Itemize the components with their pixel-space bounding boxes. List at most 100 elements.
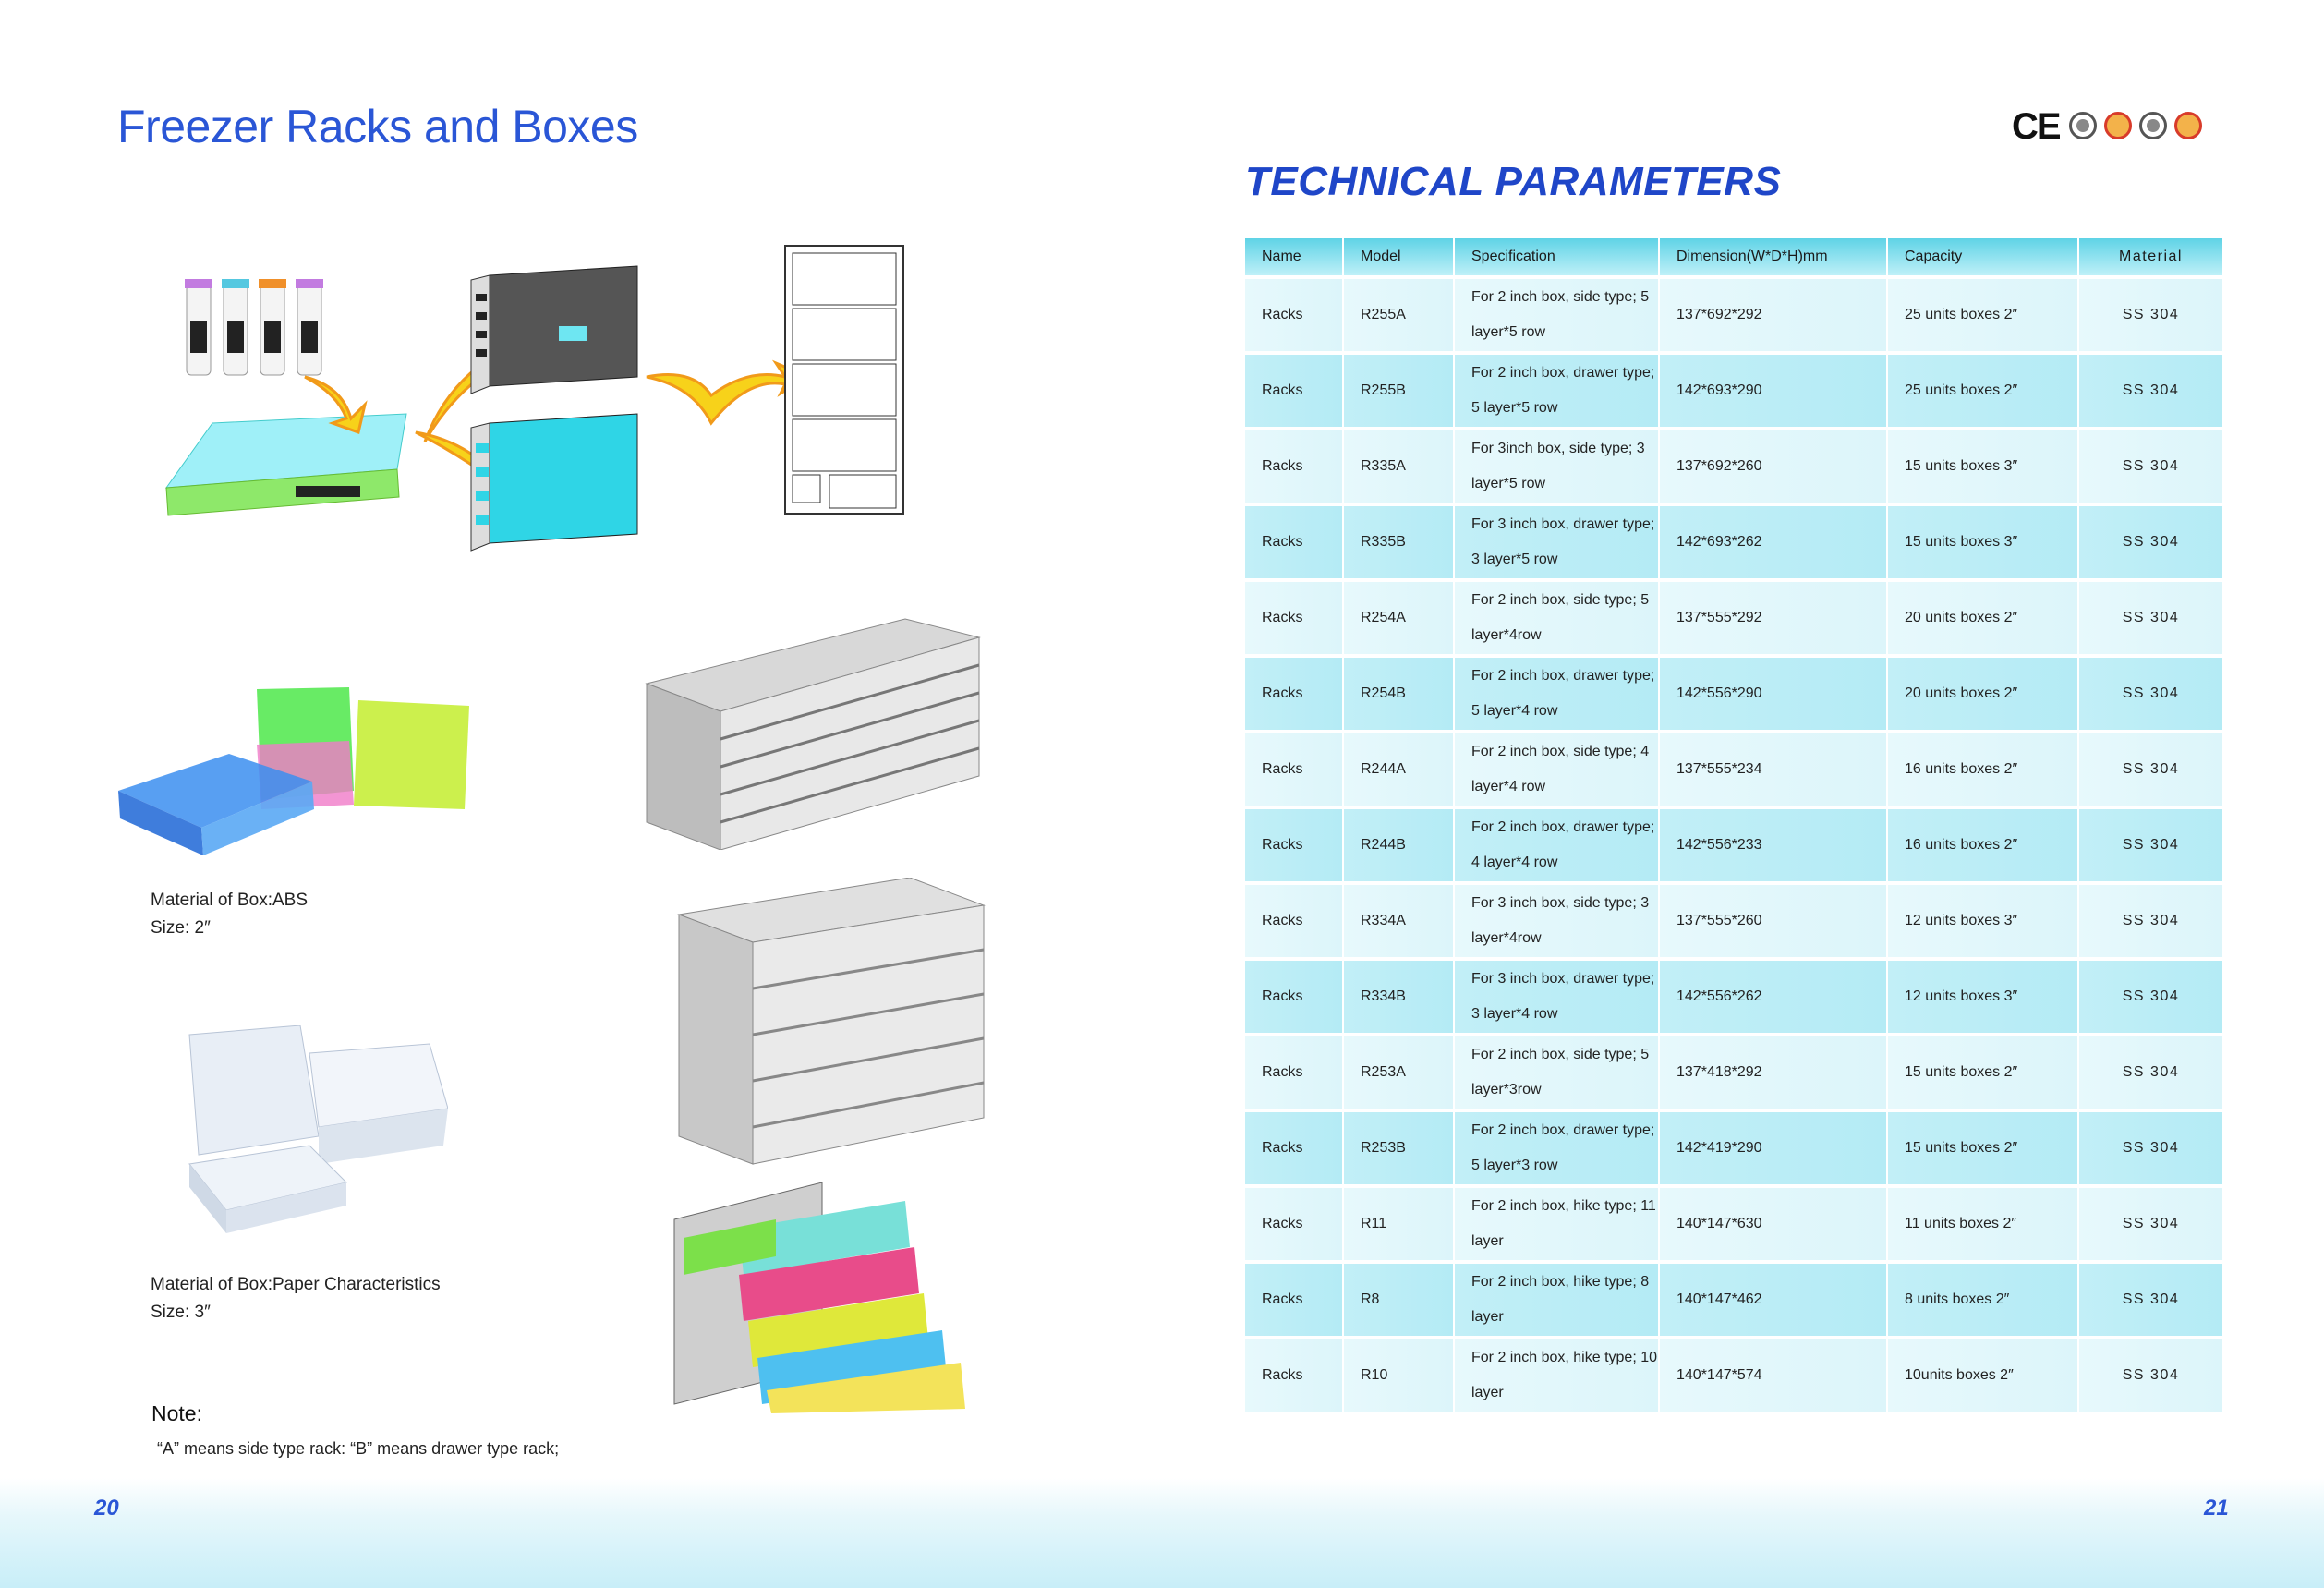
cryo-box-icon xyxy=(164,413,407,516)
cell-specification: For 2 inch box, drawer type; 5 layer*4 r… xyxy=(1455,658,1658,730)
technical-parameters-table: Name Model Specification Dimension(W*D*H… xyxy=(1243,235,2224,1415)
cell-name: Racks xyxy=(1245,1339,1342,1412)
cell-name: Racks xyxy=(1245,1188,1342,1260)
cell-specification: For 2 inch box, hike type; 8 layer xyxy=(1455,1264,1658,1336)
table-row: Racks R244B For 2 inch box, drawer type;… xyxy=(1245,809,2222,881)
cell-material: SS 304 xyxy=(2079,430,2222,503)
cell-name: Racks xyxy=(1245,582,1342,654)
table-row: Racks R244A For 2 inch box, side type; 4… xyxy=(1245,733,2222,806)
cell-model: R8 xyxy=(1344,1264,1453,1336)
cell-model: R255A xyxy=(1344,279,1453,351)
side-type-rack-image xyxy=(645,618,981,850)
paper-box-size: Size: 3″ xyxy=(151,1303,211,1322)
cell-dimension: 137*555*292 xyxy=(1660,582,1886,654)
abs-box-size: Size: 2″ xyxy=(151,918,211,938)
table-row: Racks R255B For 2 inch box, drawer type;… xyxy=(1245,355,2222,427)
cell-dimension: 137*692*292 xyxy=(1660,279,1886,351)
paper-cryo-boxes-image xyxy=(188,1025,448,1233)
cell-material: SS 304 xyxy=(2079,658,2222,730)
cell-material: SS 304 xyxy=(2079,279,2222,351)
cell-capacity: 12 units boxes 3″ xyxy=(1888,961,2077,1033)
cell-capacity: 15 units boxes 2″ xyxy=(1888,1112,2077,1184)
cell-specification: For 2 inch box, side type; 4 layer*4 row xyxy=(1455,733,1658,806)
cell-model: R10 xyxy=(1344,1339,1453,1412)
abs-cryo-boxes-image xyxy=(118,687,469,855)
cell-material: SS 304 xyxy=(2079,1339,2222,1412)
cell-dimension: 137*418*292 xyxy=(1660,1036,1886,1109)
cell-capacity: 15 units boxes 3″ xyxy=(1888,506,2077,578)
cell-dimension: 142*693*262 xyxy=(1660,506,1886,578)
cell-dimension: 137*692*260 xyxy=(1660,430,1886,503)
cell-specification: For 2 inch box, drawer type; 5 layer*5 r… xyxy=(1455,355,1658,427)
table-row: Racks R253A For 2 inch box, side type; 5… xyxy=(1245,1036,2222,1109)
cell-capacity: 16 units boxes 2″ xyxy=(1888,809,2077,881)
cell-name: Racks xyxy=(1245,809,1342,881)
cell-name: Racks xyxy=(1245,506,1342,578)
cell-model: R334B xyxy=(1344,961,1453,1033)
cell-dimension: 142*556*233 xyxy=(1660,809,1886,881)
table-row: Racks R334A For 3 inch box, side type; 3… xyxy=(1245,885,2222,957)
cell-dimension: 140*147*462 xyxy=(1660,1264,1886,1336)
cell-specification: For 2 inch box, side type; 5 layer*3row xyxy=(1455,1036,1658,1109)
cell-model: R11 xyxy=(1344,1188,1453,1260)
col-header-specification: Specification xyxy=(1455,238,1658,275)
cell-specification: For 2 inch box, side type; 5 layer*4row xyxy=(1455,582,1658,654)
cell-specification: For 3 inch box, side type; 3 layer*4row xyxy=(1455,885,1658,957)
cell-name: Racks xyxy=(1245,355,1342,427)
cell-material: SS 304 xyxy=(2079,1036,2222,1109)
cell-material: SS 304 xyxy=(2079,1264,2222,1336)
cell-capacity: 25 units boxes 2″ xyxy=(1888,279,2077,351)
cell-name: Racks xyxy=(1245,733,1342,806)
cell-material: SS 304 xyxy=(2079,885,2222,957)
side-rack-icon xyxy=(470,265,638,394)
table-row: Racks R8 For 2 inch box, hike type; 8 la… xyxy=(1245,1264,2222,1336)
cell-dimension: 142*693*290 xyxy=(1660,355,1886,427)
page-number-left: 20 xyxy=(94,1496,119,1521)
cell-dimension: 142*419*290 xyxy=(1660,1112,1886,1184)
abs-box-caption: Material of Box:ABS Size: 2″ xyxy=(151,887,308,942)
col-header-capacity: Capacity xyxy=(1888,238,2077,275)
cell-material: SS 304 xyxy=(2079,1188,2222,1260)
cell-specification: For 3 inch box, drawer type; 3 layer*4 r… xyxy=(1455,961,1658,1033)
iso-9001-badge-icon xyxy=(2069,112,2097,139)
cell-capacity: 20 units boxes 2″ xyxy=(1888,582,2077,654)
iso-14001-badge-icon xyxy=(2104,112,2132,139)
drawer-rack-icon xyxy=(470,413,638,552)
cell-material: SS 304 xyxy=(2079,506,2222,578)
table-row: Racks R10 For 2 inch box, hike type; 10 … xyxy=(1245,1339,2222,1412)
hike-type-rack-image xyxy=(673,1182,965,1413)
cell-material: SS 304 xyxy=(2079,582,2222,654)
cell-name: Racks xyxy=(1245,1264,1342,1336)
cell-model: R335A xyxy=(1344,430,1453,503)
iso-13485-badge-icon xyxy=(2139,112,2167,139)
cqc-badge-icon xyxy=(2174,112,2202,139)
cell-specification: For 3inch box, side type; 3 layer*5 row xyxy=(1455,430,1658,503)
paper-box-caption: Material of Box:Paper Characteristics Si… xyxy=(151,1271,441,1327)
cell-capacity: 16 units boxes 2″ xyxy=(1888,733,2077,806)
cell-specification: For 2 inch box, drawer type; 5 layer*3 r… xyxy=(1455,1112,1658,1184)
page-number-right: 21 xyxy=(2204,1496,2229,1521)
cell-model: R253B xyxy=(1344,1112,1453,1184)
freezer-icon xyxy=(784,245,904,515)
cell-capacity: 20 units boxes 2″ xyxy=(1888,658,2077,730)
cell-dimension: 142*556*290 xyxy=(1660,658,1886,730)
table-header-row: Name Model Specification Dimension(W*D*H… xyxy=(1245,238,2222,275)
cell-dimension: 140*147*574 xyxy=(1660,1339,1886,1412)
col-header-model: Model xyxy=(1344,238,1453,275)
cell-model: R255B xyxy=(1344,355,1453,427)
table-row: Racks R253B For 2 inch box, drawer type;… xyxy=(1245,1112,2222,1184)
table-row: Racks R254A For 2 inch box, side type; 5… xyxy=(1245,582,2222,654)
technical-parameters-title: TECHNICAL PARAMETERS xyxy=(1245,159,1782,204)
table-row: Racks R335A For 3inch box, side type; 3 … xyxy=(1245,430,2222,503)
cell-material: SS 304 xyxy=(2079,809,2222,881)
certification-logos: CE xyxy=(2012,104,2220,151)
cell-specification: For 2 inch box, drawer type; 4 layer*4 r… xyxy=(1455,809,1658,881)
cell-model: R335B xyxy=(1344,506,1453,578)
cryo-vials-icon xyxy=(185,279,323,376)
page-title: Freezer Racks and Boxes xyxy=(117,101,638,152)
drawer-type-rack-image xyxy=(677,878,986,1165)
cell-model: R254A xyxy=(1344,582,1453,654)
col-header-dimension: Dimension(W*D*H)mm xyxy=(1660,238,1886,275)
cell-name: Racks xyxy=(1245,430,1342,503)
cell-name: Racks xyxy=(1245,1112,1342,1184)
